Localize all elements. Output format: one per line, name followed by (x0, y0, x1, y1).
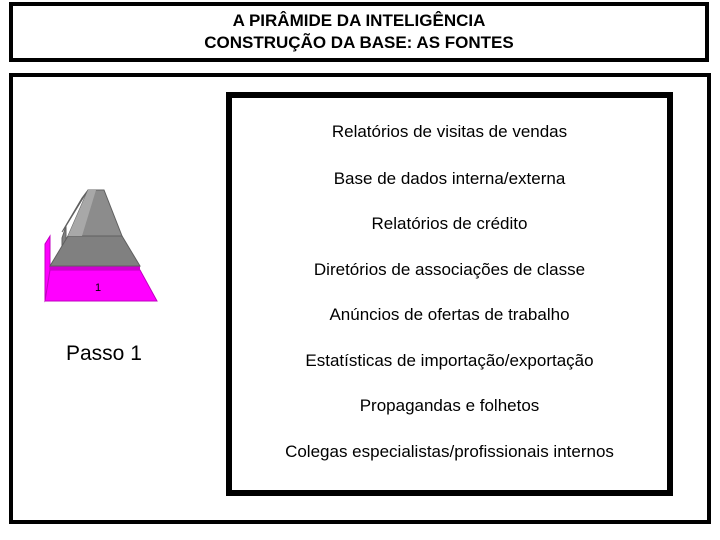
source-item: Relatórios de visitas de vendas (232, 122, 667, 142)
source-item: Diretórios de associações de classe (232, 260, 667, 280)
pyramid-base-number: 1 (95, 282, 101, 294)
title-line-2: CONSTRUÇÃO DA BASE: AS FONTES (204, 32, 513, 54)
pyramid-base-top (50, 266, 140, 270)
source-item: Relatórios de crédito (232, 214, 667, 234)
source-item: Propagandas e folhetos (232, 396, 667, 416)
title-box: A PIRÂMIDE DA INTELIGÊNCIA CONSTRUÇÃO DA… (9, 2, 709, 62)
sources-box: Relatórios de visitas de vendas Base de … (226, 92, 673, 496)
pyramid-diagram: 1 (42, 186, 162, 304)
source-item: Estatísticas de importação/exportação (232, 351, 667, 371)
source-item: Anúncios de ofertas de trabalho (232, 305, 667, 325)
title-line-1: A PIRÂMIDE DA INTELIGÊNCIA (233, 10, 486, 32)
source-item: Colegas especialistas/profissionais inte… (232, 442, 667, 462)
step-label: Passo 1 (66, 342, 142, 366)
source-item: Base de dados interna/externa (232, 169, 667, 189)
